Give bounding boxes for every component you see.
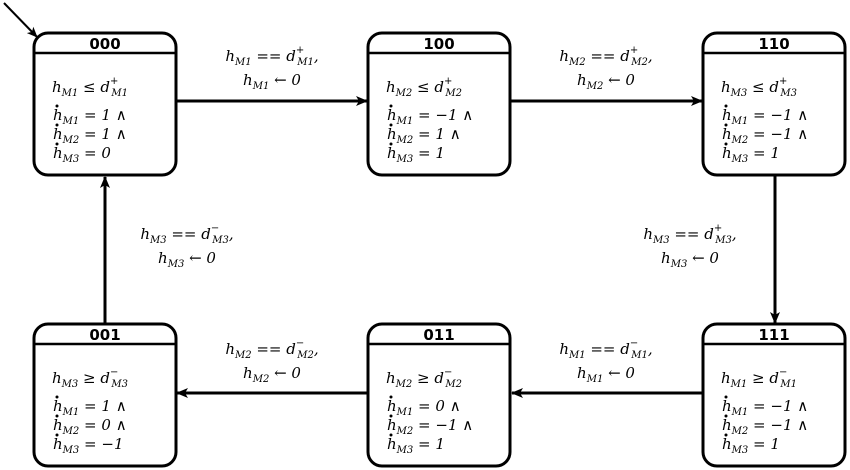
transition-guard: hM2 == d+M2, [559,45,652,68]
state-flow: hM2 = −1 ∧ [722,416,808,437]
derivative-dot [724,395,728,399]
state-flow: hM2 = −1 ∧ [387,416,473,437]
state-flow: hM1 = 1 ∧ [53,106,127,127]
state-invariant: hM3 ≥ d−M3 [52,367,128,390]
transition-label-000-100: hM1 == d+M1, hM1 ← 0 [225,45,318,92]
state-flow: hM1 = −1 ∧ [387,106,473,127]
state-110: 110 hM3 ≤ d+M3 hM1 = −1 ∧hM2 = −1 ∧hM3 = 1 [701,31,847,177]
transition-label-011-001: hM2 == d−M2, hM2 ← 0 [225,338,318,385]
transition-guard: hM3 == d+M3, [643,223,736,246]
state-flow: hM3 = 0 [53,144,111,165]
state-flow: hM3 = 1 [722,144,780,165]
state-flow: hM3 = 1 [387,144,445,165]
state-flow: hM3 = 1 [387,435,445,456]
transition-label-111-011: hM1 == d−M1, hM1 ← 0 [559,338,652,385]
derivative-dot [389,123,393,127]
state-name: 111 [758,326,789,344]
state-invariant: hM2 ≥ d−M2 [386,367,462,390]
state-invariant: hM3 ≤ d+M3 [721,76,797,99]
state-flow: hM2 = 1 ∧ [53,125,127,146]
state-invariant: hM2 ≤ d+M2 [386,76,462,99]
state-box [32,31,178,177]
state-box [32,322,178,468]
transition-reset: hM2 ← 0 [577,71,635,92]
transition-guard: hM1 == d−M1, [559,338,652,361]
state-flow: hM2 = 0 ∧ [53,416,127,437]
state-000: 000 hM1 ≤ d+M1 hM1 = 1 ∧hM2 = 1 ∧hM3 = 0 [32,31,178,177]
state-100: 100 hM2 ≤ d+M2 hM1 = −1 ∧hM2 = 1 ∧hM3 = 1 [366,31,512,177]
transition-guard: hM3 == d−M3, [140,223,233,246]
derivative-dot [55,104,59,108]
transition-reset: hM3 ← 0 [661,249,719,270]
state-flow: hM1 = −1 ∧ [722,397,808,418]
derivative-dot [724,104,728,108]
derivative-dot [724,123,728,127]
state-flow: hM3 = −1 [53,435,124,456]
state-name: 000 [89,35,120,53]
state-flow: hM1 = 0 ∧ [387,397,461,418]
derivative-dot [724,142,728,146]
state-invariant: hM1 ≥ d−M1 [721,367,797,390]
state-flow: hM1 = −1 ∧ [722,106,808,127]
transition-reset: hM1 ← 0 [243,71,301,92]
transition-guard: hM2 == d−M2, [225,338,318,361]
state-box [701,31,847,177]
derivative-dot [389,104,393,108]
state-name: 001 [89,326,120,344]
state-flow: hM2 = −1 ∧ [722,125,808,146]
transition-label-100-110: hM2 == d+M2, hM2 ← 0 [559,45,652,92]
state-name: 110 [758,35,789,53]
state-flow: hM2 = 1 ∧ [387,125,461,146]
state-001: 001 hM3 ≥ d−M3 hM1 = 1 ∧hM2 = 0 ∧hM3 = −1 [32,322,178,468]
state-name: 100 [423,35,454,53]
state-flow: hM3 = 1 [722,435,780,456]
derivative-dot [55,414,59,418]
state-box [366,31,512,177]
derivative-dot [55,142,59,146]
derivative-dot [389,433,393,437]
derivative-dot [389,414,393,418]
transition-guard: hM1 == d+M1, [225,45,318,68]
derivative-dot [389,395,393,399]
state-name: 011 [423,326,454,344]
state-111: 111 hM1 ≥ d−M1 hM1 = −1 ∧hM2 = −1 ∧hM3 = 1 [701,322,847,468]
state-011: 011 hM2 ≥ d−M2 hM1 = 0 ∧hM2 = −1 ∧hM3 = 1 [366,322,512,468]
derivative-dot [724,414,728,418]
transition-label-001-000: hM3 == d−M3, hM3 ← 0 [140,223,233,270]
state-box [366,322,512,468]
transition-reset: hM1 ← 0 [577,364,635,385]
transition-reset: hM2 ← 0 [243,364,301,385]
initial-state-arrow [3,2,38,38]
state-flow: hM1 = 1 ∧ [53,397,127,418]
state-invariant: hM1 ≤ d+M1 [52,76,128,99]
transition-label-110-111: hM3 == d+M3, hM3 ← 0 [643,223,736,270]
derivative-dot [55,433,59,437]
transition-reset: hM3 ← 0 [158,249,216,270]
derivative-dot [55,395,59,399]
state-box [701,322,847,468]
derivative-dot [724,433,728,437]
derivative-dot [389,142,393,146]
derivative-dot [55,123,59,127]
